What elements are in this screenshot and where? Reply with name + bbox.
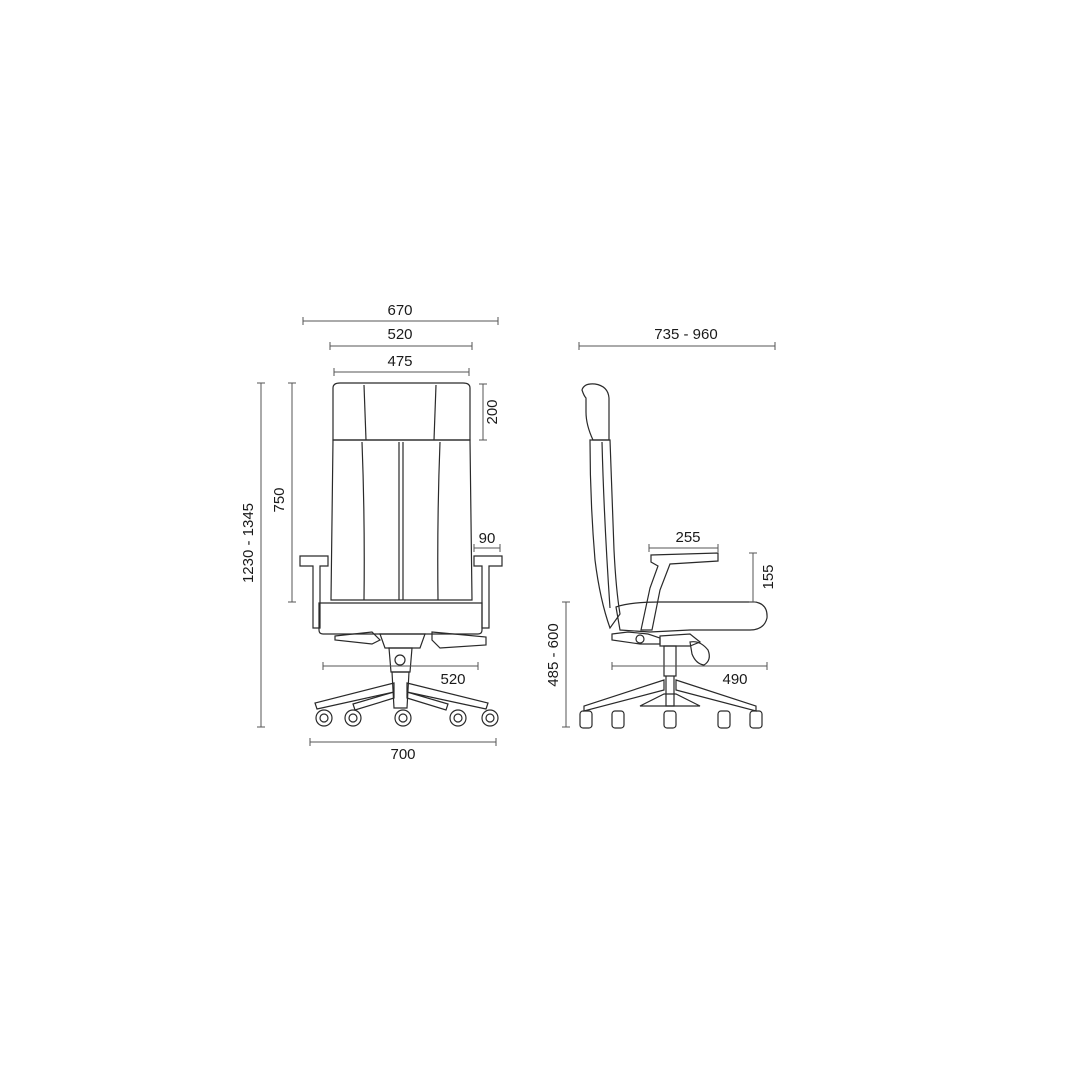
side-seat-height-label: 485 - 600 [545, 623, 562, 686]
side-casters [579, 710, 763, 729]
front-seat-depth-label: 520 [440, 671, 465, 688]
front-width-seat-label: 520 [387, 326, 412, 343]
front-headrest [332, 382, 471, 441]
front-mechanism [334, 631, 382, 645]
front-armrest-width-label: 90 [479, 530, 496, 547]
front-star-base [314, 682, 489, 711]
side-depth-overall-label: 735 - 960 [654, 326, 717, 343]
front-right-armrest [473, 555, 503, 629]
front-height-overall-label: 1230 - 1345 [240, 503, 257, 583]
front-headrest-height-label: 200 [484, 399, 501, 424]
side-seat-depth-label: 490 [722, 671, 747, 688]
front-gas-cylinder [388, 647, 413, 673]
side-view-chair [579, 383, 768, 729]
front-dimensions [257, 317, 501, 746]
front-view-chair [299, 382, 503, 727]
side-headrest [581, 383, 610, 441]
front-width-back-label: 475 [387, 353, 412, 370]
side-gas-cylinder [663, 645, 677, 707]
front-base-diameter-label: 700 [390, 746, 415, 763]
side-backrest [589, 439, 621, 630]
front-width-overall-label: 670 [387, 302, 412, 319]
front-backrest [330, 439, 473, 601]
side-seat [615, 601, 768, 633]
side-dimensions [562, 342, 776, 728]
side-arm-length-label: 255 [675, 529, 700, 546]
side-armrest [640, 552, 719, 631]
front-left-armrest [299, 555, 329, 629]
side-arm-height-label: 155 [760, 564, 777, 589]
front-casters [315, 709, 499, 727]
front-back-height-label: 750 [271, 487, 288, 512]
front-seat [318, 602, 483, 635]
